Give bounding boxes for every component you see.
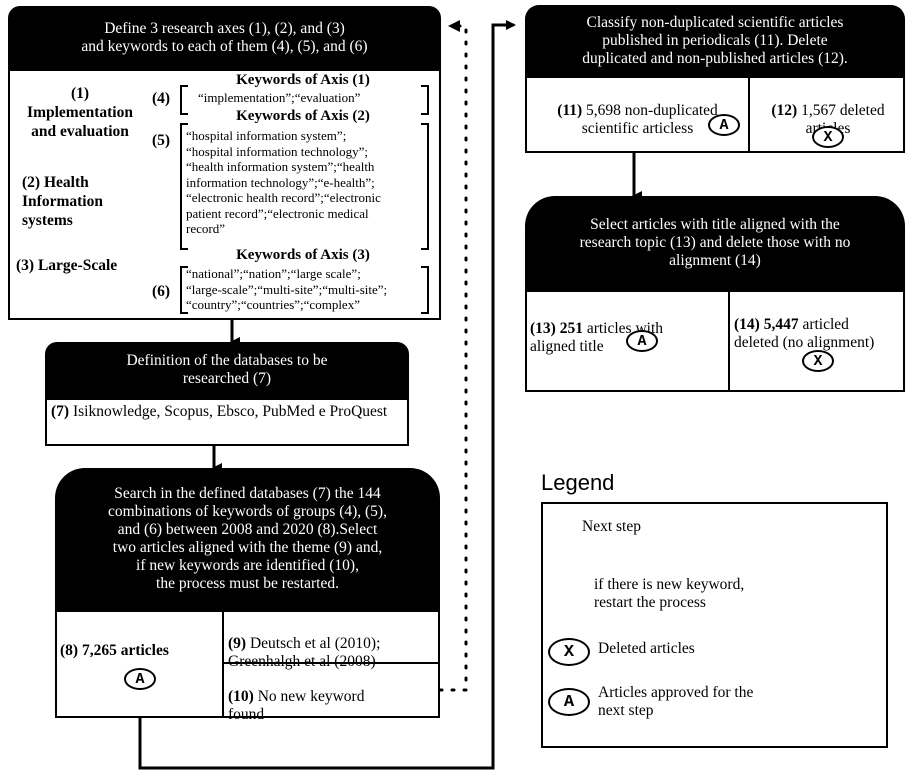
bracket-axis2-bl	[180, 248, 188, 250]
cell-13-text: articles with aligned title	[530, 320, 664, 355]
legend-box	[541, 502, 888, 748]
box2-num: (7)	[51, 403, 70, 420]
legend-title: Legend	[541, 470, 615, 495]
kw-axis3-title: Keywords of Axis (3)	[188, 247, 418, 264]
bracket-axis1	[180, 85, 429, 114]
kw-axis1-title: Keywords of Axis (1)	[188, 72, 418, 89]
cell-14-count: 5,447	[759, 316, 799, 333]
cell-10-text: No new keyword found	[228, 688, 365, 723]
deleted-symbol-12: X	[812, 126, 844, 148]
bracket-axis2-tl	[180, 123, 188, 125]
box2-header-text: Definition of the databases to be resear…	[126, 352, 328, 387]
box3-header: Search in the defined databases (7) the …	[55, 468, 440, 610]
cell-13-count: 251	[555, 320, 583, 337]
legend-deleted-text: Deleted articles	[598, 640, 695, 657]
bracket-axis2-tr	[421, 123, 429, 125]
cell-14-num: (14)	[734, 316, 760, 333]
bracket-axis1-top-l	[180, 85, 188, 87]
cell-14: (14) 5,447 articled deleted (no alignmen…	[734, 298, 906, 352]
bracket-axis3-bl	[180, 312, 188, 314]
box1-header-text: Define 3 research axes (1), (2), and (3)…	[81, 19, 368, 55]
cell-10: (10) No new keyword found	[228, 670, 438, 724]
legend-approved-symbol: A	[548, 688, 590, 716]
cell-9-text: Deutsch et al (2010); Greenhalgh et al (…	[228, 635, 381, 670]
bracket-axis1-bot-r	[421, 113, 429, 115]
box4-divider	[748, 76, 750, 153]
approved-symbol-8: A	[124, 668, 156, 690]
box2-header: Definition of the databases to be resear…	[45, 342, 409, 398]
box5-body	[525, 290, 905, 392]
group-5-label: (5)	[152, 132, 171, 149]
cell-8-articles: (8) 7,265 articles	[60, 642, 169, 659]
box5-header-text: Select articles with title aligned with …	[579, 216, 851, 269]
bracket-axis3-br	[421, 312, 429, 314]
deleted-symbol-14: X	[802, 350, 834, 372]
legend-next-step: Next step	[582, 518, 641, 535]
bracket-axis3-tr	[421, 266, 429, 268]
cell-13: (13) 251 articles with aligned title	[530, 302, 725, 356]
bracket-axis1-top-r	[421, 85, 429, 87]
cell-12-num: (12)	[771, 102, 798, 119]
cell-9: (9) Deutsch et al (2010); Greenhalgh et …	[228, 617, 438, 671]
axis2-label: (2) Health Information systems	[22, 174, 103, 229]
restart-feedback-dotted	[438, 24, 468, 692]
bracket-axis2	[180, 123, 429, 250]
bracket-axis2-br	[421, 248, 429, 250]
cell-10-num: (10)	[228, 688, 254, 705]
approved-symbol-11: A	[708, 114, 740, 136]
cell-11-text: 5,698 non-duplicated scientific articles…	[581, 102, 718, 137]
kw-axis2-list: “hospital information system”; “hospital…	[186, 128, 381, 236]
axis3-label: (3) Large-Scale	[16, 257, 118, 274]
legend-approved-text: Articles approved for the next step	[598, 684, 754, 719]
box5-header: Select articles with title aligned with …	[525, 196, 905, 290]
box3-divider-h	[222, 662, 440, 664]
approved-symbol-13: A	[626, 330, 658, 352]
kw-axis2-title: Keywords of Axis (2)	[188, 108, 418, 125]
bracket-axis3-tl	[180, 266, 188, 268]
bracket-axis3	[180, 266, 429, 314]
group-4-label: (4)	[152, 90, 171, 107]
cell-13-num: (13)	[530, 320, 556, 337]
kw-axis3-list: “national”;“nation”;“large scale”; “larg…	[186, 266, 388, 312]
box3-header-text: Search in the defined databases (7) the …	[108, 485, 387, 592]
box4-header: Classify non-duplicated scientific artic…	[525, 5, 905, 76]
group-6-label: (6)	[152, 283, 171, 300]
cell-11: (11) 5,698 non-duplicated scientific art…	[530, 84, 745, 138]
legend-deleted-symbol: X	[548, 638, 590, 666]
legend-restart: if there is new keyword, restart the pro…	[594, 576, 745, 611]
box4-header-text: Classify non-duplicated scientific artic…	[582, 13, 848, 67]
cell-14-text: articled deleted (no alignment)	[734, 316, 875, 351]
box3-body	[55, 610, 440, 718]
box2-body: (7) Isiknowledge, Scopus, Ebsco, PubMed …	[45, 398, 409, 446]
box1-header: Define 3 research axes (1), (2), and (3)…	[8, 6, 441, 69]
bracket-axis1-bot-l	[180, 113, 188, 115]
box2-text: Isiknowledge, Scopus, Ebsco, PubMed e Pr…	[69, 403, 388, 420]
kw-axis1-list: “implementation”;“evaluation”	[198, 90, 361, 105]
box5-divider	[728, 290, 730, 392]
arrow-box3-to-box4	[138, 20, 516, 770]
box3-divider-v	[222, 610, 224, 718]
axis1-label: (1) Implementation and evaluation	[27, 85, 133, 140]
cell-11-num: (11)	[557, 102, 583, 119]
cell-9-num: (9)	[228, 635, 247, 652]
